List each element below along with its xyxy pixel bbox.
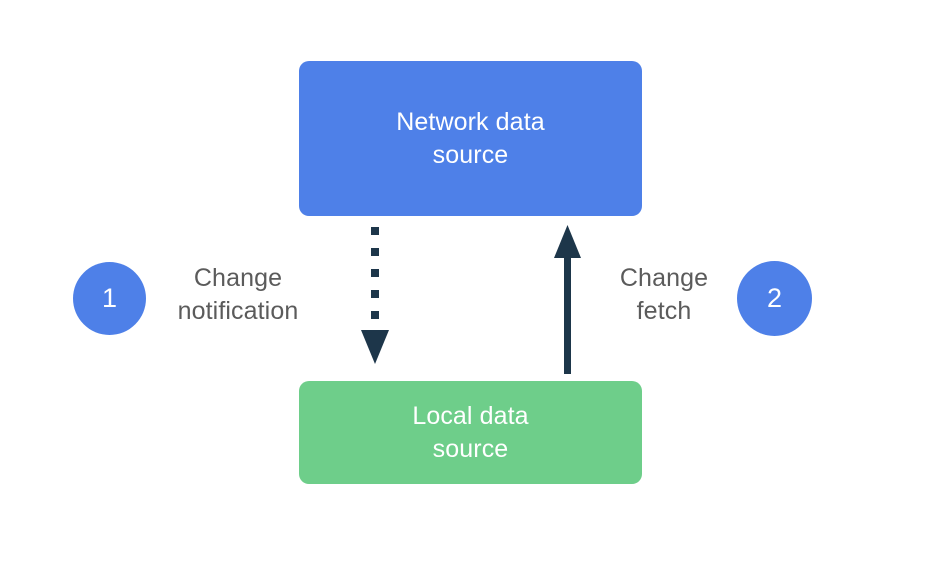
node-local-data-source-label: Local data source — [412, 401, 529, 463]
step-badge-2-value: 2 — [766, 283, 783, 313]
arrow-change-notification-down-icon — [361, 227, 389, 364]
node-network-data-source-label: Network data source — [396, 107, 545, 169]
node-network-data-source: Network data source — [299, 61, 642, 216]
step-badge-1: 1 — [73, 262, 146, 335]
node-local-data-source: Local data source — [299, 381, 642, 484]
step-badge-1-value: 1 — [101, 283, 118, 313]
step-badge-2: 2 — [737, 261, 812, 336]
edge-label-change-fetch: Change fetch — [619, 264, 709, 325]
arrow-change-fetch-up-icon — [554, 225, 581, 374]
edge-label-change-notification: Change notification — [177, 264, 299, 325]
